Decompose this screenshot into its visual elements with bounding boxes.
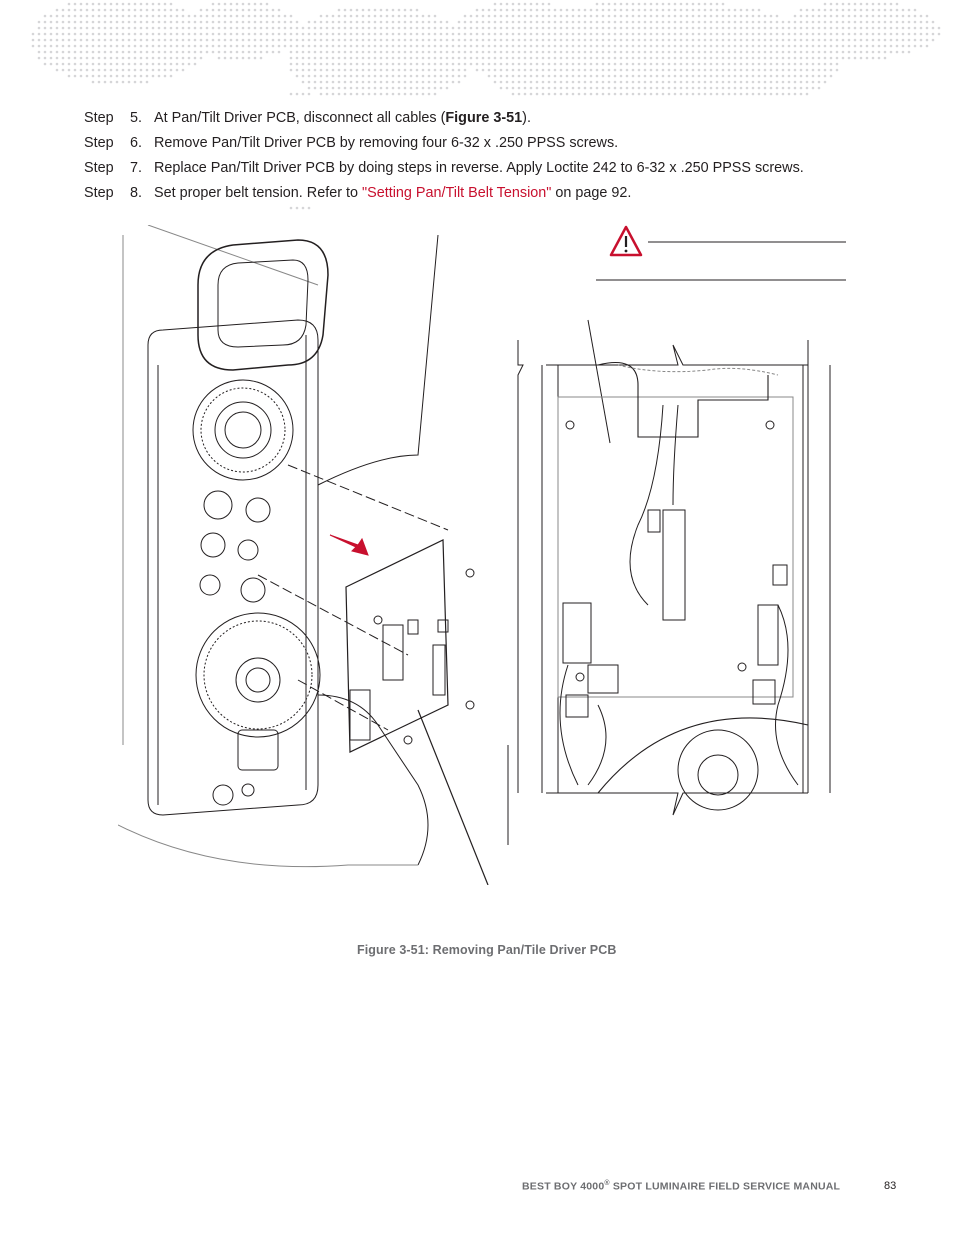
step-text-part: ). xyxy=(522,110,531,126)
step-label: Step xyxy=(84,135,114,151)
step-text: Remove Pan/Tilt Driver PCB by removing f… xyxy=(154,135,619,151)
world-dot-map-icon xyxy=(31,2,941,210)
step-5: Step 5. At Pan/Tilt Driver PCB, disconne… xyxy=(84,106,924,131)
footer-title-main: BEST BOY 4000 xyxy=(522,1180,605,1193)
step-text-part: At Pan/Tilt Driver PCB, disconnect all c… xyxy=(154,110,446,126)
procedure-steps: Step 5. At Pan/Tilt Driver PCB, disconne… xyxy=(84,106,924,206)
step-8: Step 8. Set proper belt tension. Refer t… xyxy=(84,181,924,206)
page-number: 83 xyxy=(884,1180,897,1192)
pcb-removal-illustration xyxy=(118,225,846,885)
removal-arrow-icon xyxy=(329,534,369,556)
step-number: 5. xyxy=(130,110,143,126)
step-text: Set proper belt tension. Refer to "Setti… xyxy=(154,181,924,206)
step-label: Step xyxy=(84,185,114,201)
step-label: Step xyxy=(84,160,114,176)
figure-reference[interactable]: Figure 3-51 xyxy=(445,110,523,126)
footer-title-rest: SPOT LUMINAIRE FIELD SERVICE MANUAL xyxy=(609,1180,841,1193)
step-text: At Pan/Tilt Driver PCB, disconnect all c… xyxy=(154,106,924,131)
step-text: Replace Pan/Tilt Driver PCB by doing ste… xyxy=(154,160,804,176)
registered-mark: ® xyxy=(604,1180,610,1187)
belt-tension-link[interactable]: "Setting Pan/Tilt Belt Tension" xyxy=(361,185,552,201)
footer-manual-title: BEST BOY 4000® SPOT LUMINAIRE FIELD SERV… xyxy=(522,1180,840,1193)
step-label: Step xyxy=(84,110,114,126)
luminaire-arm-drawing xyxy=(118,225,449,868)
step-number: 7. xyxy=(130,160,143,176)
step-text-part: on page 92. xyxy=(551,185,632,201)
installed-pcb-detail xyxy=(517,340,831,816)
driver-pcb-exploded xyxy=(345,539,489,885)
step-number: 8. xyxy=(130,185,143,201)
warning-triangle-icon xyxy=(609,225,643,257)
step-number: 6. xyxy=(130,135,143,151)
figure-caption: Figure 3-51: Removing Pan/Tile Driver PC… xyxy=(357,943,617,957)
step-7: Step 7. Replace Pan/Tilt Driver PCB by d… xyxy=(84,156,924,181)
step-6: Step 6. Remove Pan/Tilt Driver PCB by re… xyxy=(84,131,924,156)
step-text-part: Set proper belt tension. Refer to xyxy=(154,185,362,201)
